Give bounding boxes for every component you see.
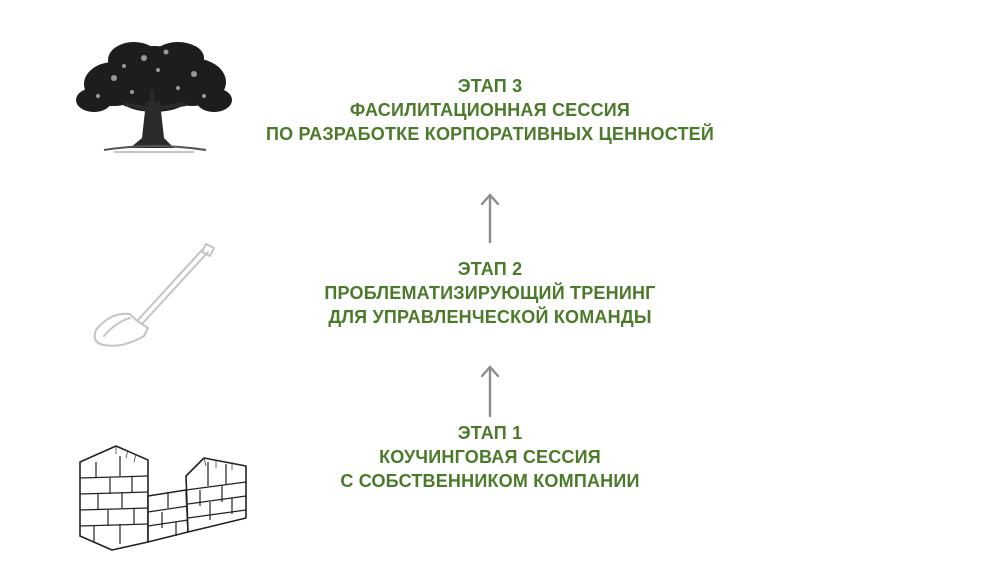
stage-1-line-1: КОУЧИНГОВАЯ СЕССИЯ xyxy=(379,447,601,467)
stage-2-title: ЭТАП 2 xyxy=(457,259,523,279)
stage-3-title: ЭТАП 3 xyxy=(457,76,523,96)
stage-2-block: ЭТАП 2 ПРОБЛЕМАТИЗИРУЮЩИЙ ТРЕНИНГ ДЛЯ УП… xyxy=(0,257,980,329)
stage-2-line-2: ДЛЯ УПРАВЛЕНЧЕСКОЙ КОМАНДЫ xyxy=(328,307,652,327)
stage-3-line-2: ПО РАЗРАБОТКЕ КОРПОРАТИВНЫХ ЦЕННОСТЕЙ xyxy=(265,124,715,144)
brick-wall-icon xyxy=(79,445,247,551)
stage-2-line-1: ПРОБЛЕМАТИЗИРУЮЩИЙ ТРЕНИНГ xyxy=(324,283,656,303)
shovel-icon xyxy=(93,243,215,347)
tree-icon xyxy=(76,42,232,153)
arrow-up-icon xyxy=(480,193,500,244)
stage-3-block: ЭТАП 3 ФАСИЛИТАЦИОННАЯ СЕССИЯ ПО РАЗРАБО… xyxy=(0,74,980,146)
stage-1-block: ЭТАП 1 КОУЧИНГОВАЯ СЕССИЯ С СОБСТВЕННИКО… xyxy=(0,421,980,493)
arrow-up-icon xyxy=(480,365,500,418)
stage-1-line-2: С СОБСТВЕННИКОМ КОМПАНИИ xyxy=(340,471,640,491)
stage-3-line-1: ФАСИЛИТАЦИОННАЯ СЕССИЯ xyxy=(349,100,631,120)
stage-1-title: ЭТАП 1 xyxy=(457,423,523,443)
